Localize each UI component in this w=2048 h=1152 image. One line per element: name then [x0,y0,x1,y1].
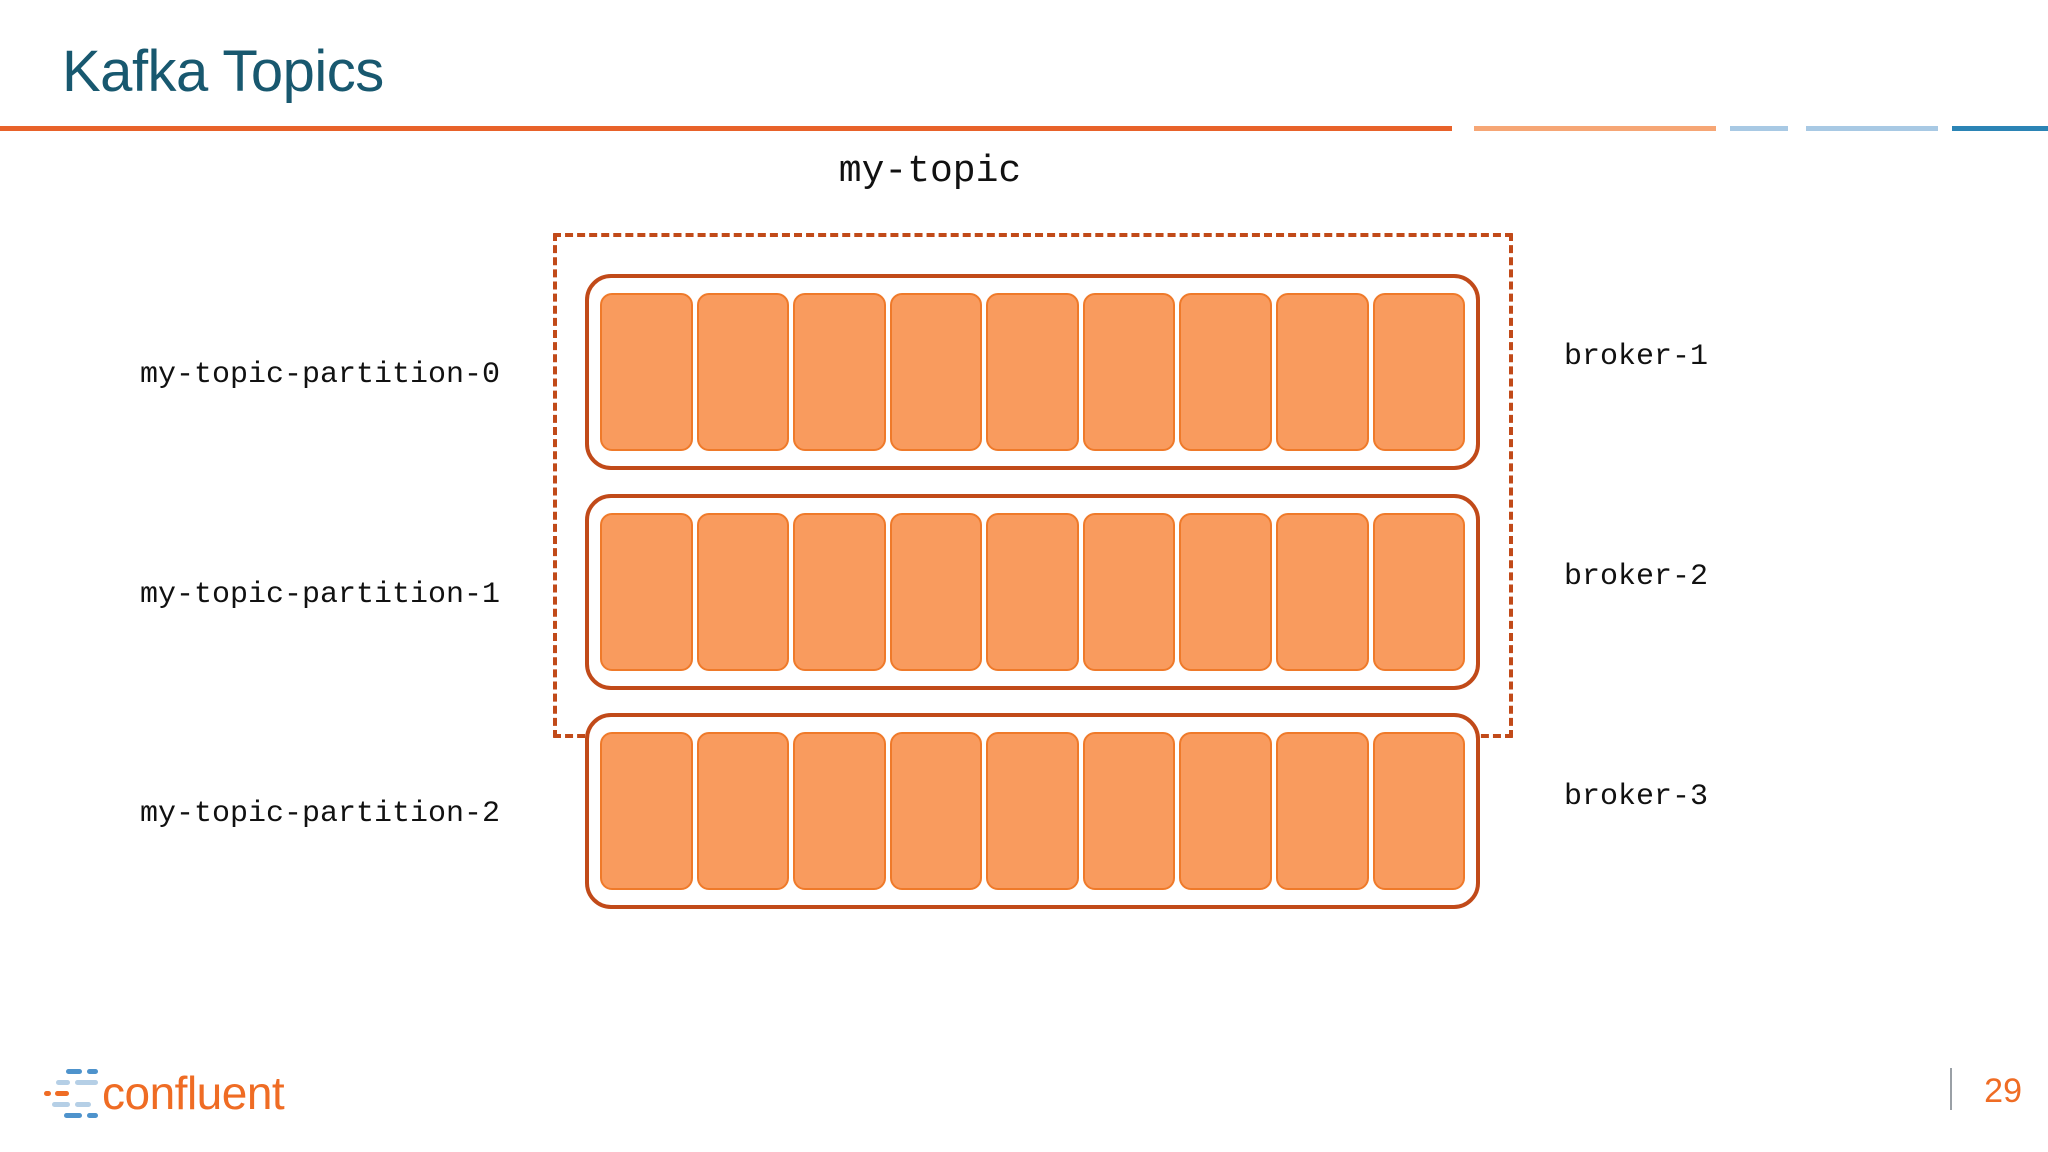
partition-segment[interactable] [696,293,790,451]
partition-row[interactable] [585,494,1480,690]
logo-dash-0 [66,1069,82,1074]
partition-segment[interactable] [1275,293,1369,451]
rule-light-blue-long [1806,126,1938,131]
broker-label-2: broker-3 [1564,780,1709,814]
logo-dash-3 [75,1080,98,1085]
partition-segment[interactable] [1179,513,1272,671]
partition-segment[interactable] [1372,513,1466,671]
partition-segment[interactable] [1179,293,1272,451]
rule-main-orange [0,126,1452,131]
confluent-logo-mark-icon [44,1067,98,1119]
page-number-separator [1950,1068,1952,1110]
partition-segment[interactable] [696,732,790,890]
partition-segment[interactable] [696,513,790,671]
partition-segment[interactable] [889,293,983,451]
header-rule [0,126,2048,132]
partition-label-1: my-topic-partition-1 [139,578,500,612]
confluent-logo: confluent [44,1066,285,1120]
partition-label-0: my-topic-partition-0 [139,358,500,392]
logo-dash-6 [52,1102,70,1107]
partition-segment[interactable] [1275,732,1369,890]
logo-dash-4 [44,1091,51,1096]
logo-dash-9 [87,1113,98,1118]
partition-segment[interactable] [793,513,886,671]
logo-dash-8 [64,1113,82,1118]
rule-dark-blue-short [2024,126,2048,131]
broker-label-0: broker-1 [1564,340,1709,374]
partition-segment[interactable] [793,293,886,451]
page-number: 29 [1984,1072,2022,1111]
partition-segment[interactable] [986,513,1079,671]
rule-light-orange [1474,126,1716,131]
logo-dash-7 [75,1102,91,1107]
partition-segment[interactable] [600,513,693,671]
partition-row[interactable] [585,274,1480,470]
partition-segment[interactable] [1082,513,1176,671]
partition-segment[interactable] [1275,513,1369,671]
partition-segment[interactable] [986,293,1079,451]
topic-name-label: my-topic [838,150,1022,193]
logo-dash-1 [87,1069,98,1074]
partition-segment[interactable] [986,732,1079,890]
partition-segment[interactable] [1082,293,1176,451]
logo-dash-2 [56,1080,70,1085]
broker-label-1: broker-2 [1564,560,1709,594]
partition-segment[interactable] [889,732,983,890]
confluent-wordmark: confluent [102,1067,285,1119]
partition-segment[interactable] [600,732,693,890]
partition-row[interactable] [585,713,1480,909]
partition-segment[interactable] [889,513,983,671]
partition-segment[interactable] [1372,732,1466,890]
partition-segment[interactable] [793,732,886,890]
partition-segment[interactable] [1082,732,1176,890]
rule-dark-blue-long [1952,126,2048,131]
partition-segment[interactable] [1179,732,1272,890]
logo-dash-5 [55,1091,69,1096]
rule-light-blue-short [1730,126,1788,131]
partition-label-2: my-topic-partition-2 [139,797,500,831]
page-title: Kafka Topics [62,39,384,104]
partition-segment[interactable] [1372,293,1466,451]
partition-segment[interactable] [600,293,693,451]
